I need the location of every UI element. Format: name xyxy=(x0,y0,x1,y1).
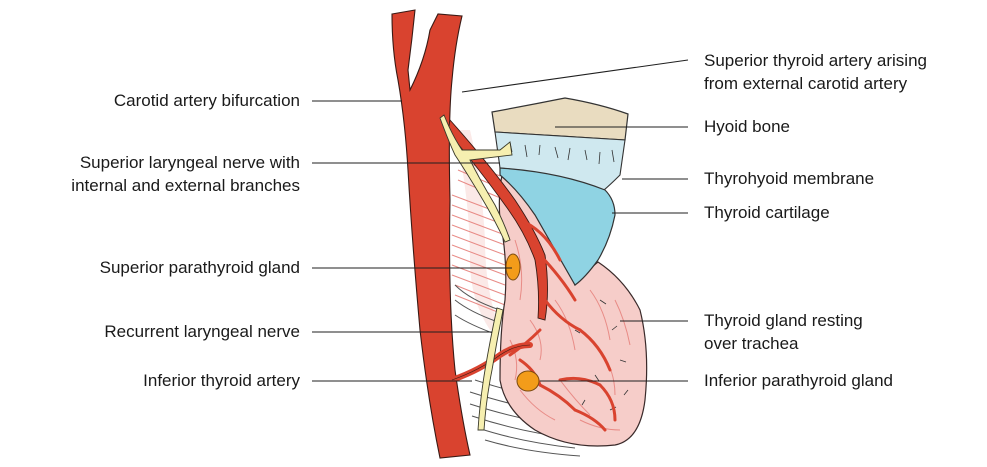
label-inferior-thyroid-artery: Inferior thyroid artery xyxy=(143,370,300,391)
label-superior-thyroid-artery-line1: Superior thyroid artery arising xyxy=(704,50,927,71)
label-hyoid-bone: Hyoid bone xyxy=(704,116,790,137)
label-thyroid-gland-line2: over trachea xyxy=(704,333,799,354)
label-thyroid-gland-line1: Thyroid gland resting xyxy=(704,310,863,331)
label-superior-laryngeal-nerve-line1: Superior laryngeal nerve with xyxy=(80,152,300,173)
label-thyroid-cartilage: Thyroid cartilage xyxy=(704,202,830,223)
carotid-artery xyxy=(392,10,470,458)
label-superior-laryngeal-nerve-line2: internal and external branches xyxy=(71,175,300,196)
inferior-parathyroid-gland xyxy=(517,371,539,391)
label-thyrohyoid-membrane: Thyrohyoid membrane xyxy=(704,168,874,189)
label-recurrent-laryngeal-nerve: Recurrent laryngeal nerve xyxy=(104,321,300,342)
label-superior-thyroid-artery-line2: from external carotid artery xyxy=(704,73,907,94)
label-carotid-artery-bifurcation: Carotid artery bifurcation xyxy=(114,90,300,111)
label-superior-parathyroid-gland: Superior parathyroid gland xyxy=(100,257,300,278)
superior-parathyroid-gland xyxy=(506,254,520,280)
label-inferior-parathyroid-gland: Inferior parathyroid gland xyxy=(704,370,893,391)
